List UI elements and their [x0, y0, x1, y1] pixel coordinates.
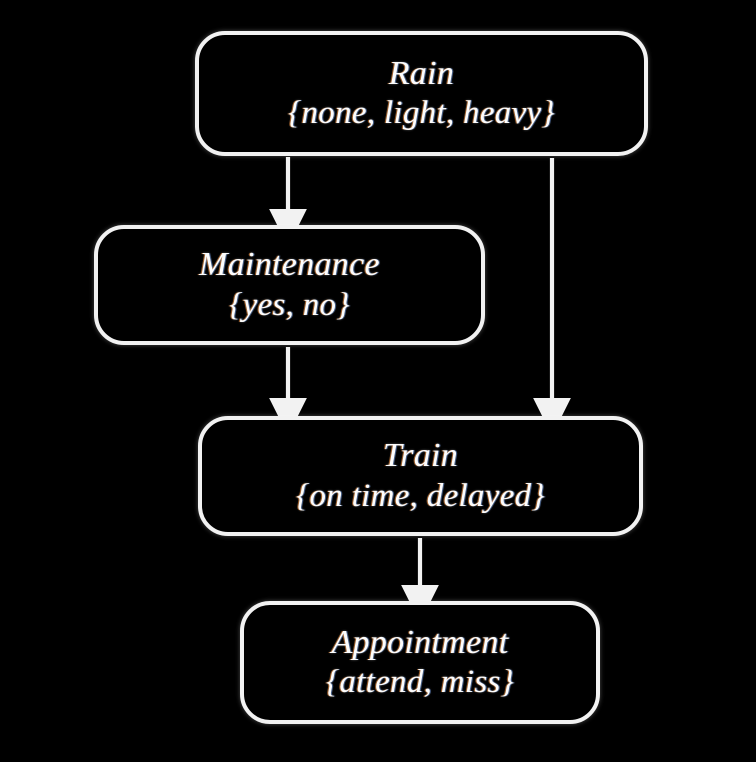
node-appointment-title: Appointment — [331, 623, 509, 661]
node-appointment-states: {attend, miss} — [325, 664, 515, 701]
node-appointment[interactable]: Appointment {attend, miss} — [240, 601, 600, 724]
node-maintenance[interactable]: Maintenance {yes, no} — [94, 225, 485, 345]
node-maintenance-title: Maintenance — [199, 246, 380, 284]
node-rain-title: Rain — [388, 54, 455, 92]
node-rain[interactable]: Rain {none, light, heavy} — [195, 31, 648, 156]
node-train-title: Train — [382, 437, 459, 475]
node-train[interactable]: Train {on time, delayed} — [198, 416, 643, 536]
node-rain-states: {none, light, heavy} — [288, 95, 555, 132]
node-maintenance-states: {yes, no} — [229, 286, 350, 323]
node-train-states: {on time, delayed} — [296, 477, 545, 514]
